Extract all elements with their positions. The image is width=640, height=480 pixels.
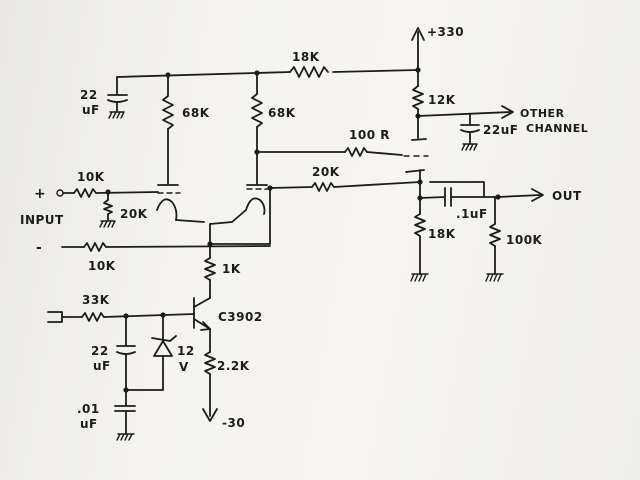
resistor-12k — [412, 69, 424, 139]
label-10k-plus: 10K — [77, 170, 105, 184]
label-input: INPUT — [20, 213, 64, 227]
label-68k-left: 68K — [182, 106, 210, 120]
label-other: OTHER — [520, 107, 565, 120]
label-33k: 33K — [82, 293, 110, 307]
supply-arrow-pos — [411, 27, 425, 71]
label-18k-top: 18K — [292, 50, 320, 64]
resistor-100r — [256, 147, 403, 157]
resistor-18k-out — [410, 181, 429, 282]
resistor-1k — [204, 243, 216, 299]
label-22uf-right: 22uF — [483, 123, 518, 137]
input-minus — [61, 242, 271, 252]
label-01: .01 — [77, 402, 100, 416]
other-channel-arrow — [417, 105, 514, 119]
supply-arrow-neg — [202, 408, 218, 422]
label-10k-minus: 10K — [88, 259, 116, 273]
label-1k: 1K — [222, 262, 241, 276]
label-channel: CHANNEL — [526, 122, 588, 135]
capacitor-01-uf — [419, 181, 499, 207]
label-2-2k: 2.2K — [217, 359, 250, 373]
output-tube — [403, 138, 429, 183]
resistor-68k-left — [162, 74, 174, 185]
input-tube-left — [156, 184, 181, 221]
cathode-wiring — [175, 187, 271, 245]
capacitor-22uf-left — [107, 76, 128, 119]
label-c3902: C3902 — [218, 310, 263, 324]
label-uf-left: uF — [82, 103, 100, 117]
label-zener-12: 12 — [177, 344, 195, 358]
label-100k: 100K — [506, 233, 543, 247]
supply-rail-top — [116, 66, 419, 78]
label-22-left: 22 — [80, 88, 98, 102]
input-tube-right — [245, 184, 271, 215]
resistor-68k-right — [251, 72, 263, 185]
label-01-uf: uF — [80, 417, 98, 431]
node-feedback — [267, 185, 273, 191]
label-uf-bot: uF — [93, 359, 111, 373]
resistor-20k-feedback — [269, 181, 421, 192]
resistor-20k-input — [99, 191, 116, 228]
label-22-bot: 22 — [91, 344, 109, 358]
label-supply-pos: +330 — [427, 25, 464, 39]
label-68k-right: 68K — [268, 106, 296, 120]
label-minus: - — [36, 240, 42, 256]
capacitor-22uf-right — [460, 113, 480, 151]
label-18k-out: 18K — [428, 227, 456, 241]
label-12k: 12K — [428, 93, 456, 107]
label-out: OUT — [552, 189, 582, 203]
label-plus: + — [34, 186, 46, 202]
label-100r: 100 R — [349, 128, 390, 142]
resistor-2-2k — [204, 351, 216, 417]
label-01uf: .1uF — [456, 207, 488, 221]
zener-12v — [151, 314, 177, 391]
label-20k-input: 20K — [120, 207, 148, 221]
label-supply-neg: -30 — [222, 416, 245, 430]
capacitor-22uf-bottom — [116, 315, 136, 391]
out-arrow — [497, 188, 544, 202]
transistor-c3902 — [193, 297, 211, 353]
resistor-33k — [47, 311, 195, 323]
capacitor-01uf — [114, 389, 136, 441]
label-20k-feedback: 20K — [312, 165, 340, 179]
label-zener-v: V — [179, 360, 189, 374]
resistor-100k — [485, 196, 504, 282]
